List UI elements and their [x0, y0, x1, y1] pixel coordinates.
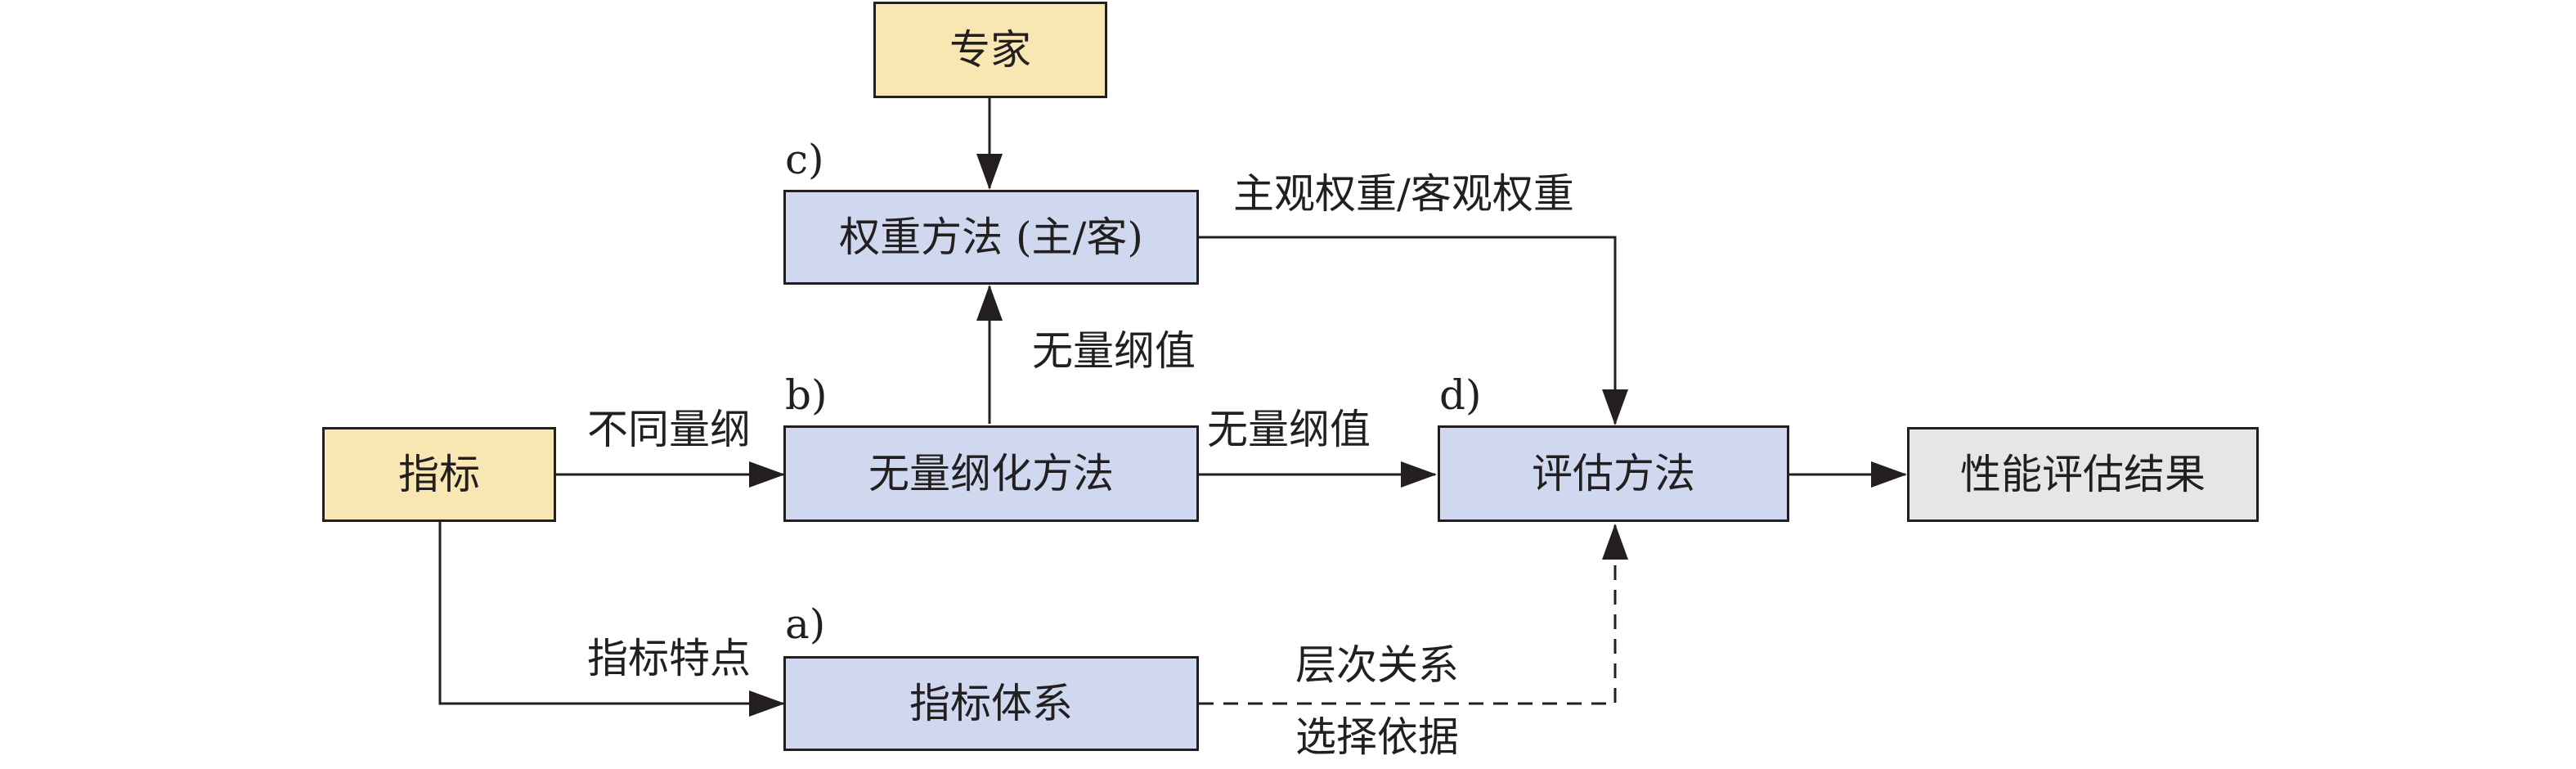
expert-node: 专家	[873, 2, 1107, 98]
edge-label-different-dimension: 不同量纲	[587, 406, 751, 453]
sub-label-c: c)	[785, 136, 824, 183]
edge-label-subjective-objective-weight: 主观权重/客观权重	[1233, 170, 1574, 218]
performance-result-label: 性能评估结果	[1960, 451, 2206, 498]
sub-label-a: a)	[785, 600, 826, 648]
arrowhead-indicator-to-dimless	[749, 461, 785, 488]
weight-method-label: 权重方法 (主/客)	[839, 214, 1143, 261]
expert-label: 专家	[949, 26, 1031, 74]
indicator-system-node: 指标体系	[783, 656, 1199, 751]
arrow-weight-to-eval	[1199, 236, 1617, 424]
arrowhead-system-to-eval	[1602, 524, 1628, 560]
arrowhead-expert-to-weight	[976, 154, 1003, 190]
performance-result-node: 性能评估结果	[1907, 427, 2259, 522]
evaluation-method-label: 评估方法	[1532, 450, 1695, 497]
indicator-system-label: 指标体系	[909, 680, 1073, 727]
edge-label-hierarchy: 层次关系	[1295, 641, 1459, 689]
edge-label-indicator-features: 指标特点	[587, 635, 751, 682]
arrowhead-weight-to-eval	[1602, 389, 1628, 425]
weight-method-node: 权重方法 (主/客)	[783, 190, 1199, 285]
edge-label-dimensionless-value-up: 无量纲值	[1032, 327, 1196, 375]
indicator-node: 指标	[322, 427, 556, 522]
edge-label-selection-basis: 选择依据	[1295, 713, 1459, 761]
edge-label-dimensionless-value-right: 无量纲值	[1207, 406, 1371, 453]
dimensionless-method-node: 无量纲化方法	[783, 425, 1199, 522]
arrowhead-dimless-to-eval	[1401, 461, 1437, 488]
arrow-indicator-to-system	[438, 522, 783, 705]
dimensionless-method-label: 无量纲化方法	[868, 450, 1114, 497]
sub-label-b: b)	[785, 371, 828, 419]
arrowhead-indicator-to-system	[749, 690, 785, 717]
sub-label-d: d)	[1439, 371, 1482, 419]
arrowhead-dimless-to-weight	[976, 285, 1003, 321]
arrowhead-eval-to-result	[1871, 461, 1907, 488]
evaluation-method-node: 评估方法	[1438, 425, 1789, 522]
indicator-label: 指标	[398, 451, 480, 498]
